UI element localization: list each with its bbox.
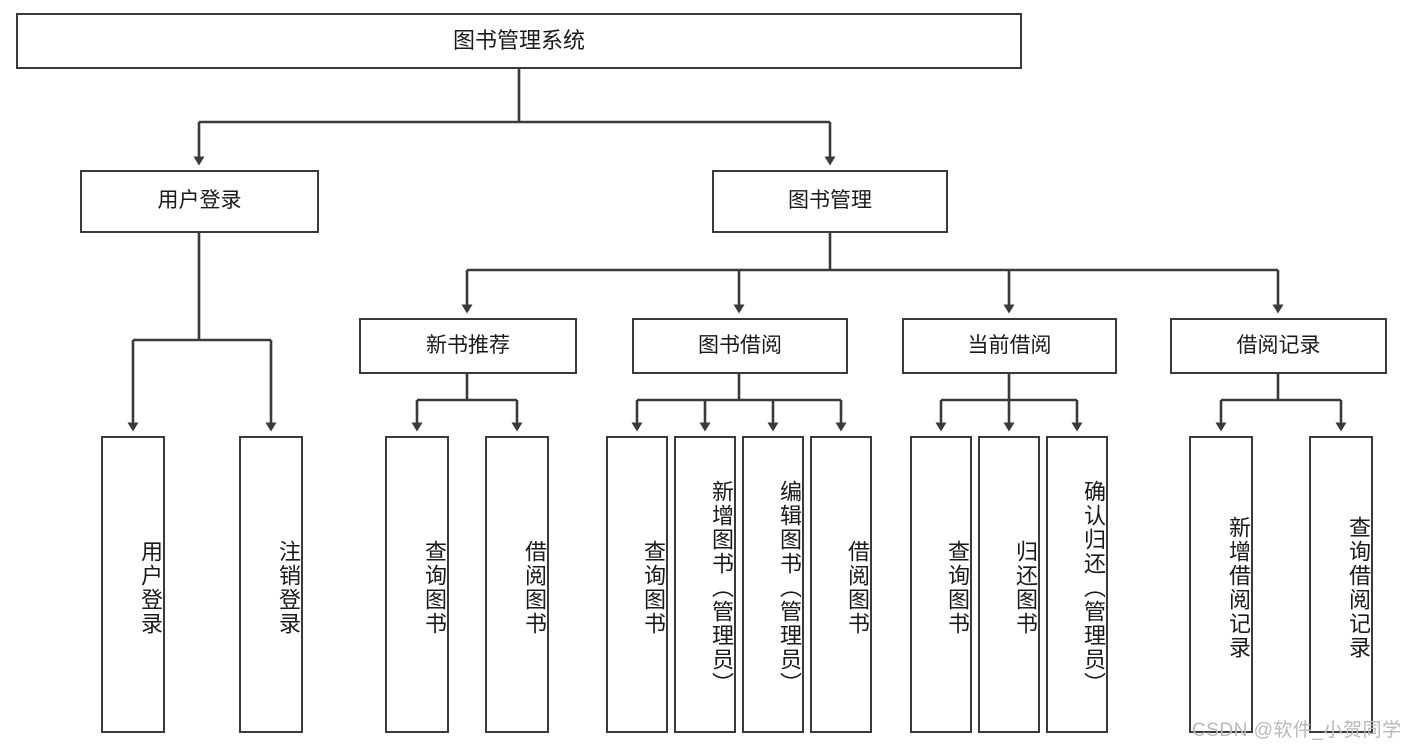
leaf-label: 查询图书: [945, 539, 970, 636]
leaf-edit-book-admin[interactable]: 编辑图书（管理员）: [742, 436, 804, 733]
node-new-book-recommend[interactable]: 新书推荐: [359, 318, 577, 374]
node-borrow-record[interactable]: 借阅记录: [1170, 318, 1387, 374]
leaf-label: 新增借阅记录: [1226, 515, 1251, 660]
leaf-label: 查询借阅记录: [1346, 515, 1371, 660]
leaf-query-book-recommend[interactable]: 查询图书: [385, 436, 449, 733]
leaf-borrow-book[interactable]: 借阅图书: [810, 436, 872, 733]
leaf-label: 查询图书: [641, 539, 666, 636]
node-book-borrow[interactable]: 图书借阅: [632, 318, 848, 374]
node-user-login[interactable]: 用户登录: [80, 170, 319, 233]
leaf-query-borrow-record[interactable]: 查询借阅记录: [1309, 436, 1373, 733]
node-book-management[interactable]: 图书管理: [712, 170, 948, 233]
leaf-logout[interactable]: 注销登录: [239, 436, 303, 733]
leaf-query-book-current[interactable]: 查询图书: [910, 436, 972, 733]
leaf-label: 借阅图书: [845, 539, 870, 636]
leaf-label: 新增图书（管理员）: [709, 479, 734, 696]
leaf-add-borrow-record[interactable]: 新增借阅记录: [1189, 436, 1253, 733]
node-current-borrow[interactable]: 当前借阅: [902, 318, 1117, 374]
leaf-label: 归还图书: [1013, 539, 1038, 636]
leaf-label: 注销登录: [276, 539, 301, 636]
node-root-system[interactable]: 图书管理系统: [16, 13, 1022, 69]
leaf-borrow-book-recommend[interactable]: 借阅图书: [485, 436, 549, 733]
leaf-confirm-return-admin[interactable]: 确认归还（管理员）: [1046, 436, 1108, 733]
leaf-add-book-admin[interactable]: 新增图书（管理员）: [674, 436, 736, 733]
leaf-label: 确认归还（管理员）: [1081, 479, 1106, 696]
leaf-label: 编辑图书（管理员）: [777, 479, 802, 696]
leaf-label: 用户登录: [138, 539, 163, 636]
leaf-label: 借阅图书: [522, 539, 547, 636]
watermark: CSDN @软件_小贺同学: [1192, 720, 1402, 741]
leaf-return-book[interactable]: 归还图书: [978, 436, 1040, 733]
leaf-label: 查询图书: [422, 539, 447, 636]
leaf-user-login[interactable]: 用户登录: [101, 436, 165, 733]
leaf-query-book-borrow[interactable]: 查询图书: [606, 436, 668, 733]
